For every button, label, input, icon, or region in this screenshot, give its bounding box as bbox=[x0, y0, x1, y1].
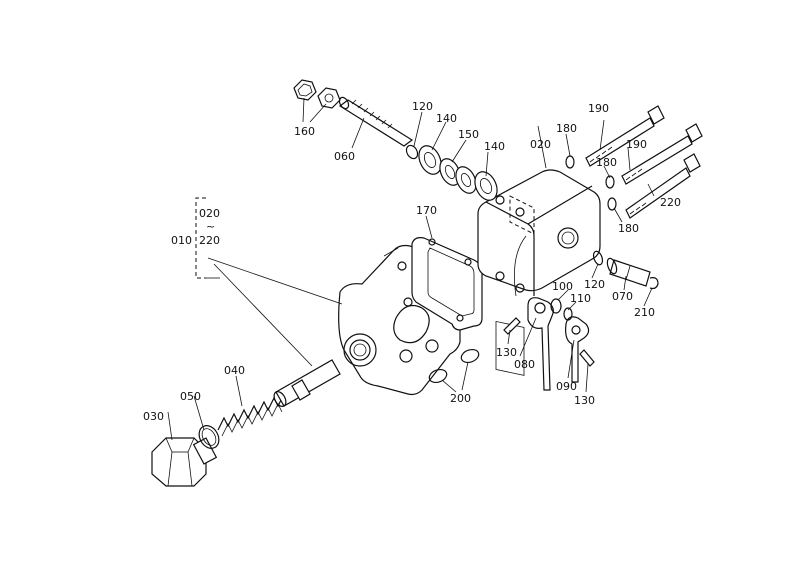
label-050: 050 bbox=[180, 390, 201, 403]
label-020-top: 020 bbox=[530, 138, 551, 151]
part-180-lock-washers bbox=[565, 155, 617, 211]
label-130-right: 130 bbox=[574, 394, 595, 407]
label-170: 170 bbox=[416, 204, 437, 217]
label-130-left: 130 bbox=[496, 346, 517, 359]
label-200: 200 bbox=[450, 392, 471, 405]
part-200-o-rings bbox=[428, 348, 480, 384]
part-070-pin bbox=[606, 257, 659, 290]
label-190-b: 190 bbox=[626, 138, 647, 151]
label-220-bracket: 220 bbox=[199, 234, 220, 247]
part-020-cover-housing bbox=[477, 169, 601, 376]
part-080-lever bbox=[527, 297, 554, 391]
label-120-right: 120 bbox=[584, 278, 605, 291]
part-060-threaded-shaft bbox=[338, 96, 414, 147]
label-100: 100 bbox=[552, 280, 573, 293]
label-160: 160 bbox=[294, 125, 315, 138]
part-valve-spool bbox=[273, 359, 341, 407]
label-180-a: 180 bbox=[556, 122, 577, 135]
label-210: 210 bbox=[634, 306, 655, 319]
leader-lines bbox=[167, 97, 655, 441]
label-020-bracket: 020 bbox=[199, 207, 220, 220]
part-120-o-ring-right bbox=[592, 250, 604, 266]
label-040: 040 bbox=[224, 364, 245, 377]
label-080: 080 bbox=[514, 358, 535, 371]
part-030-hex-plug bbox=[151, 437, 218, 487]
label-180-c: 180 bbox=[618, 222, 639, 235]
part-130-pins bbox=[503, 317, 595, 367]
label-180-b: 180 bbox=[596, 156, 617, 169]
label-150: 150 bbox=[458, 128, 479, 141]
label-140-b: 140 bbox=[484, 140, 505, 153]
part-120-o-ring-top bbox=[405, 144, 419, 160]
label-010: 010 bbox=[171, 234, 192, 247]
label-110: 110 bbox=[570, 292, 591, 305]
label-030: 030 bbox=[143, 410, 164, 423]
label-190-a: 190 bbox=[588, 102, 609, 115]
assembly-bracket-010 bbox=[195, 197, 220, 279]
part-040-spring bbox=[217, 393, 285, 437]
label-060: 060 bbox=[334, 150, 355, 163]
part-140-150-washers bbox=[418, 145, 498, 201]
part-100-110-small-parts bbox=[550, 298, 573, 321]
label-070: 070 bbox=[612, 290, 633, 303]
part-160-nuts bbox=[293, 79, 341, 109]
part-190-220-bolts bbox=[585, 105, 703, 219]
label-120-top: 120 bbox=[412, 100, 433, 113]
label-140-a: 140 bbox=[436, 112, 457, 125]
label-tilde: ~ bbox=[206, 220, 215, 233]
label-090: 090 bbox=[556, 380, 577, 393]
label-220-right: 220 bbox=[660, 196, 681, 209]
part-labels: 010 020 220 ~ 030 050 040 160 060 120 14… bbox=[143, 100, 681, 423]
